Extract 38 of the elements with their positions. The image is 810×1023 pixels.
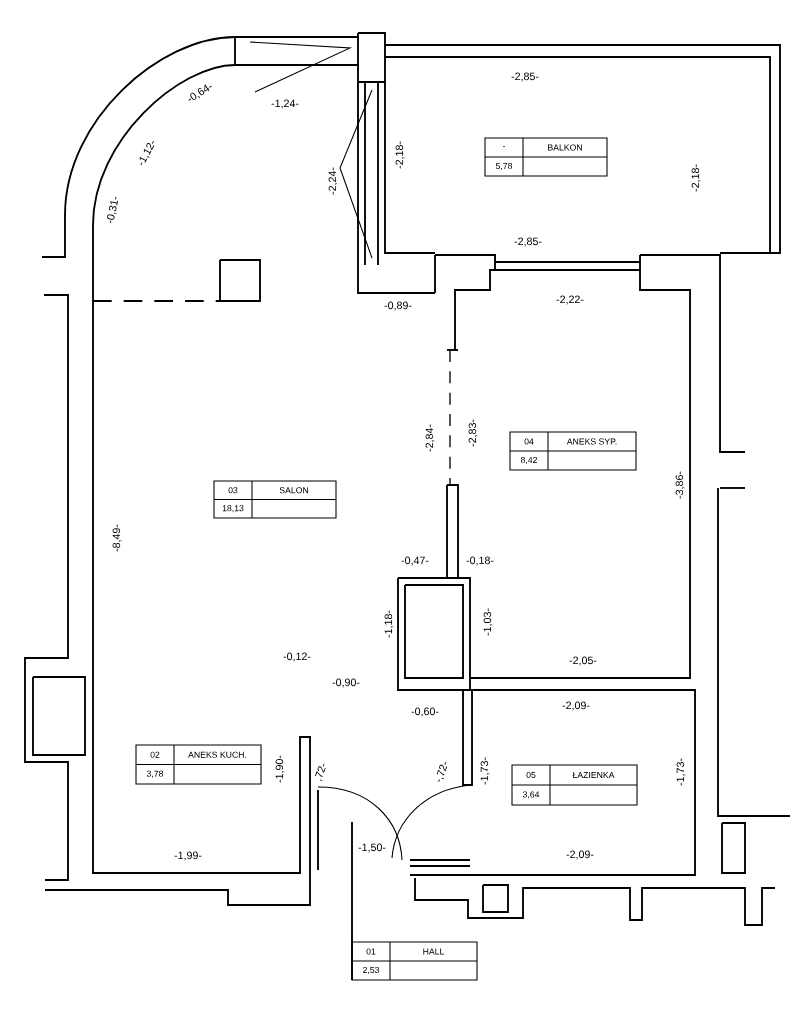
dimension-label: -2,18- (395, 141, 405, 169)
dimension-label: -1,50- (358, 843, 386, 853)
dimension-label: -3,86- (675, 471, 685, 499)
dimension-label: -1,73- (480, 757, 490, 785)
dimension-label: -0,60- (411, 707, 439, 717)
room-label-table: 01 HALL 2,53 (351, 941, 478, 981)
dimension-label: -1,03- (483, 608, 493, 636)
dimension-label: -2,24- (328, 167, 338, 195)
dimension-label: -2,09- (562, 701, 590, 711)
dimension-label: -2,85- (514, 237, 542, 247)
dimension-label: -0,89- (384, 301, 412, 311)
room-label-table: 04 ANEKS SYP. 8,42 (509, 431, 637, 471)
dimension-label: -8,49- (112, 524, 122, 552)
dimension-label: -2,84- (425, 424, 435, 452)
dimension-label: -0,31- (107, 196, 119, 224)
dimension-label: -1,18- (384, 610, 394, 638)
room-label-table: 02 ANEKS KUCH. 3,78 (135, 744, 262, 785)
dimension-label: -2,83- (468, 419, 478, 447)
dimension-label: -0,64- (188, 84, 212, 101)
dimension-label: -2,22- (556, 295, 584, 305)
dimension-label: -,72- (436, 762, 448, 783)
room-label-table: - BALKON 5,78 (484, 137, 608, 177)
dimension-label: -2,05- (569, 656, 597, 666)
dimension-label: -2,85- (511, 72, 539, 82)
room-label-table: 05 ŁAZIENKA 3,64 (511, 764, 638, 806)
dimension-label: -0,12- (283, 652, 311, 662)
room-label-table: 03 SALON 18,13 (213, 480, 337, 519)
dimension-label: -1,99- (174, 851, 202, 861)
dimension-label: -1,24- (271, 99, 299, 109)
dimension-label: -0,18- (466, 556, 494, 566)
dimension-label: -0,47- (401, 556, 429, 566)
dimension-label: -2,18- (691, 164, 701, 192)
dimension-label: -1,90- (275, 755, 285, 783)
dimension-label: -1,73- (676, 758, 686, 786)
dimension-label: -2,09- (566, 850, 594, 860)
dimension-label: -0,90- (332, 678, 360, 688)
dimension-label: ,72- (315, 763, 326, 782)
dimension-label: -1,12- (139, 141, 155, 166)
